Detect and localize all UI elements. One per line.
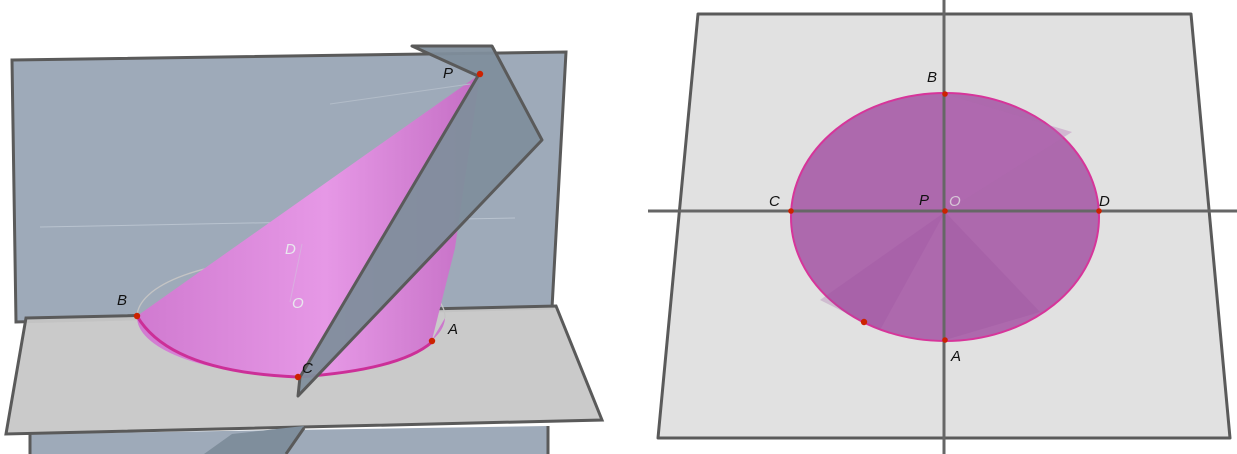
point-A-top [942,337,948,343]
point-B [133,312,141,320]
cone-facet-lower [945,212,1040,340]
right-top-view: B C P O D A [648,0,1237,454]
cone-surface [136,74,480,376]
point-C-top [788,208,794,214]
label-O-left: O [292,295,304,312]
label-D-left: D [285,241,296,258]
point-D-top [1096,208,1102,214]
cutting-plane-bottom-edge [284,427,306,454]
point-A [428,337,436,345]
label-B-left: B [117,292,127,309]
label-P-left: P [443,65,453,82]
left-3d-view: P B A C D O [4,44,605,454]
point-P-top [942,208,948,214]
label-D-right: D [1099,193,1110,210]
label-P-right: P [919,192,929,209]
guide-line-2 [289,243,303,303]
cutting-plane-bottom [204,426,304,454]
label-C-right: C [769,193,780,210]
guide-line-1 [329,83,471,105]
point-B-top [942,91,948,97]
cone-facet-left [820,212,945,330]
label-B-right: B [927,69,937,86]
label-O-right: O [949,193,961,210]
point-arc-top [860,318,868,326]
label-A-right: A [950,348,961,365]
point-P [476,70,484,78]
label-C-left: C [302,360,313,377]
cone-facet-upper [945,94,1072,212]
point-C [294,373,302,381]
label-A-left: A [447,321,458,338]
